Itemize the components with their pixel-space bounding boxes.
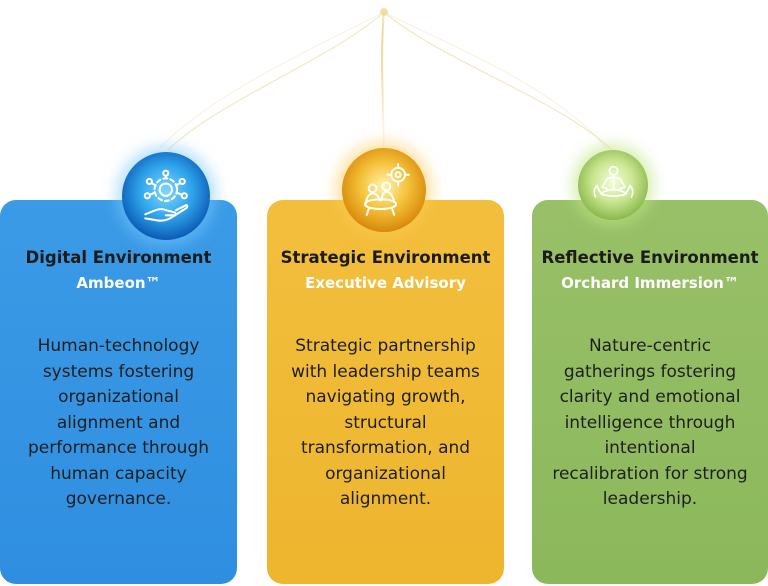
card-title: Reflective Environment [541,248,759,267]
meditation-icon [578,150,648,220]
card-description: Nature-centric gatherings fostering clar… [552,336,748,509]
connector-left [167,11,385,151]
card-title: Strategic Environment [280,248,491,267]
card-title: Digital Environment [25,248,212,267]
connector-right [383,11,613,151]
network-hand-icon [122,152,210,240]
connector-center [381,11,385,149]
connector-left-2 [159,13,381,149]
card-subtitle: Ambeon™ [76,274,161,292]
card-description: Strategic partnership with leadership te… [291,336,480,509]
card-reflective-environment: Reflective Environment Orchard Immersion… [532,200,768,584]
connector-right-2 [387,13,607,149]
card-subtitle: Orchard Immersion™ [561,274,739,292]
meeting-gear-icon [342,148,426,232]
card-description: Human-technology systems fostering organ… [27,336,210,509]
connector-origin [380,8,388,16]
card-digital-environment: Digital Environment Ambeon™ Human-techno… [0,200,237,584]
card-subtitle: Executive Advisory [305,274,466,292]
card-strategic-environment: Strategic Environment Executive Advisory… [267,200,504,584]
